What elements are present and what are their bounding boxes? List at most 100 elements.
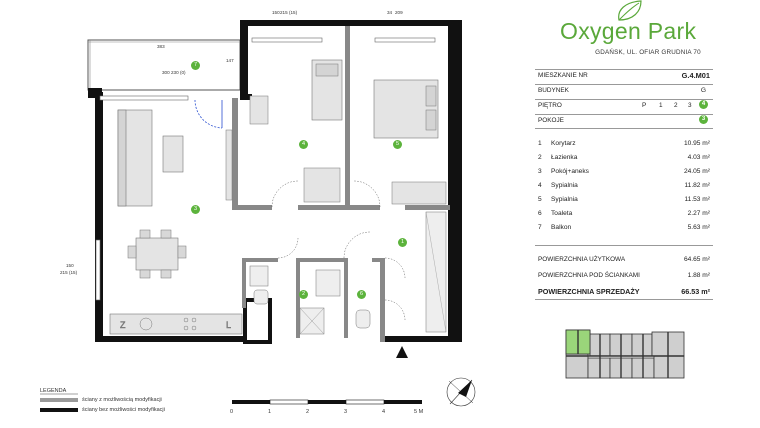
floor-option: 1	[659, 102, 663, 109]
floor-option: 3	[688, 102, 692, 109]
room-marker-2: 2	[299, 290, 308, 299]
divider	[535, 99, 713, 100]
wall-inner	[296, 258, 300, 338]
divider	[535, 114, 713, 115]
scale-bar	[232, 399, 422, 405]
desk	[249, 95, 269, 125]
dim-balcony-side: 147	[226, 58, 234, 63]
wall-outer	[240, 94, 252, 100]
apartment-number-label: MIESZKANIE NR	[538, 72, 588, 79]
room-marker-1: 1	[398, 238, 407, 247]
divider	[535, 128, 713, 129]
room-marker-6: 6	[357, 290, 366, 299]
building-value: G	[700, 87, 706, 94]
wall-inner	[372, 258, 384, 262]
wall-outer	[385, 336, 462, 342]
dim-balcony-h2: 230 (0)	[171, 70, 186, 75]
scale-tick: 5 M	[414, 409, 424, 415]
sofa-back	[117, 109, 127, 207]
dim-top-2a: 34	[387, 10, 393, 15]
divider	[535, 299, 713, 300]
wall-inner	[298, 258, 344, 262]
wall-inner	[380, 258, 385, 342]
pillow	[425, 85, 437, 107]
legend-swatch-modifiable	[40, 398, 78, 402]
legend-item-fixed: ściany bez możliwości modyfikacji	[82, 407, 165, 413]
svg-text:Z: Z	[120, 320, 126, 330]
wardrobe	[303, 167, 341, 203]
rooms-label: POKOJE	[538, 117, 564, 124]
dim-left-a: 150	[66, 263, 74, 268]
bathroom-fixtures	[249, 265, 371, 335]
dim-top-1b: 215 (15)	[280, 10, 298, 15]
wall-inner	[242, 258, 246, 308]
svg-text:L: L	[226, 320, 231, 330]
balcony-area	[87, 39, 241, 91]
apartment-number: G.4.M01	[681, 71, 710, 80]
pillow	[315, 63, 339, 77]
room-marker-7: 7	[191, 61, 200, 70]
scale-tick: 1	[268, 409, 272, 415]
dim-left-b: 215 (15)	[60, 270, 78, 275]
wall-outer	[95, 336, 245, 342]
wall-inner	[345, 26, 350, 210]
window	[95, 239, 101, 301]
floor-plan: Z L	[40, 20, 476, 412]
floor-option: P	[642, 102, 647, 109]
floor-label: PIĘTRO	[538, 102, 562, 109]
divider	[535, 245, 713, 246]
tv-cabinet	[225, 129, 233, 201]
dim-top-1a: 150	[272, 10, 280, 15]
compass	[446, 377, 476, 407]
wall-inner	[298, 205, 380, 210]
wall-inner	[232, 98, 238, 210]
divider	[535, 84, 713, 85]
wall-outer	[240, 20, 248, 100]
building-key-plan	[565, 329, 685, 379]
pillow	[425, 109, 437, 131]
window	[251, 37, 323, 43]
scale-tick: 0	[230, 409, 234, 415]
floor-option: 2	[674, 102, 678, 109]
wall-outer	[350, 20, 460, 26]
wall-outer	[448, 20, 462, 342]
window	[374, 37, 436, 43]
wall-inner	[232, 205, 272, 210]
scale-tick: 2	[306, 409, 310, 415]
room-marker-5: 5	[393, 140, 402, 149]
room-marker-4: 4	[299, 140, 308, 149]
project-address: GDAŃSK, UL. OFIAR GRUDNIA 70	[595, 49, 701, 56]
door-swing	[194, 99, 223, 129]
entrance-marker	[396, 346, 408, 358]
wardrobe	[391, 181, 447, 205]
wall-outer	[243, 298, 272, 344]
scale-tick: 4	[382, 409, 386, 415]
kitchen-appliances: Z L	[120, 317, 231, 331]
dim-balcony-width: 383	[157, 44, 165, 49]
wall-inner	[344, 258, 348, 338]
door-arcs	[271, 180, 406, 321]
floor-current: 4	[699, 100, 708, 109]
scale-tick: 3	[344, 409, 348, 415]
wall-outer	[240, 20, 350, 26]
leaf-logo-icon	[618, 0, 642, 21]
room-marker-3: 3	[191, 205, 200, 214]
brand-name: Oxygen Park	[560, 18, 697, 44]
dim-top-2b: 209	[395, 10, 403, 15]
wall-outer	[95, 92, 103, 342]
legend-title: LEGENDA	[40, 388, 67, 394]
dim-balcony-h1: 300	[162, 70, 170, 75]
building-label: BUDYNEK	[538, 87, 569, 94]
legend-item-modifiable: ściany z możliwością modyfikacji	[82, 397, 162, 403]
wall-inner	[242, 258, 278, 262]
kitchen-counter	[109, 313, 243, 335]
